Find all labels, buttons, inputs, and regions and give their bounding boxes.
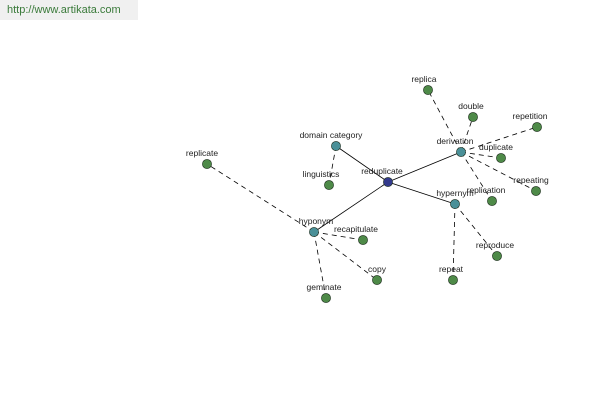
leaf-edge (313, 231, 327, 299)
node-hypernym[interactable]: hypernym (436, 188, 474, 209)
leaf-word-label[interactable]: reproduce (476, 240, 515, 250)
node-hyponym[interactable]: hyponym (299, 216, 334, 237)
leaf-edge (460, 126, 538, 153)
node-recapitulate[interactable]: recapitulate (334, 224, 378, 245)
relation-dot[interactable] (309, 227, 319, 237)
center-word-dot[interactable] (383, 177, 393, 187)
relation-edge (387, 181, 456, 205)
leaf-word-dot[interactable] (496, 153, 506, 163)
relation-edge (387, 151, 462, 183)
node-repetition[interactable]: repetition (513, 111, 548, 132)
node-geminate[interactable]: geminate (307, 282, 342, 303)
leaf-word-dot[interactable] (448, 275, 458, 285)
node-replication[interactable]: replication (467, 185, 506, 206)
leaf-word-label[interactable]: repeat (439, 264, 464, 274)
center-word-label[interactable]: reduplicate (361, 166, 403, 176)
node-reproduce[interactable]: reproduce (476, 240, 515, 261)
leaf-word-label[interactable]: replication (467, 185, 506, 195)
leaf-edge (460, 151, 502, 159)
leaf-word-dot[interactable] (487, 196, 497, 206)
leaf-word-label[interactable]: double (458, 101, 484, 111)
leaf-word-label[interactable]: duplicate (479, 142, 513, 152)
node-derivation[interactable]: derivation (437, 136, 474, 157)
leaf-word-dot[interactable] (423, 85, 433, 95)
leaf-edge (328, 145, 337, 186)
leaf-word-label[interactable]: replica (411, 74, 436, 84)
node-replicate[interactable]: replicate (186, 148, 218, 169)
node-double[interactable]: double (458, 101, 484, 122)
relation-dot[interactable] (331, 141, 341, 151)
leaf-edge (454, 203, 498, 257)
leaf-word-dot[interactable] (202, 159, 212, 169)
graph-nodes: linguistics replica double repetition duplic… (186, 74, 549, 303)
leaf-word-dot[interactable] (492, 251, 502, 261)
relation-label[interactable]: hypernym (436, 188, 473, 198)
leaf-word-label[interactable]: linguistics (303, 169, 340, 179)
leaf-word-label[interactable]: replicate (186, 148, 218, 158)
leaf-word-dot[interactable] (531, 186, 541, 196)
leaf-edge (206, 163, 315, 233)
node-domain-category[interactable]: domain category (300, 130, 364, 151)
node-repeat[interactable]: repeat (439, 264, 464, 285)
relation-dot[interactable] (456, 147, 466, 157)
leaf-edge (460, 116, 474, 153)
relation-edge (335, 145, 389, 183)
leaf-word-label[interactable]: copy (368, 264, 387, 274)
node-repeating[interactable]: repeating (513, 175, 549, 196)
leaf-edge (452, 203, 456, 281)
graph-edges (206, 89, 538, 299)
node-duplicate[interactable]: duplicate (479, 142, 513, 163)
leaf-word-label[interactable]: geminate (307, 282, 342, 292)
relation-label[interactable]: hyponym (299, 216, 334, 226)
relation-label[interactable]: domain category (300, 130, 364, 140)
leaf-word-dot[interactable] (532, 122, 542, 132)
node-replica[interactable]: replica (411, 74, 437, 95)
leaf-word-dot[interactable] (321, 293, 331, 303)
relation-edge (313, 181, 389, 233)
leaf-word-label[interactable]: repetition (513, 111, 548, 121)
leaf-edge (460, 151, 493, 202)
node-linguistics[interactable]: linguistics (303, 169, 340, 190)
site-url-link[interactable]: http://www.artikata.com (0, 0, 138, 20)
leaf-word-dot[interactable] (358, 235, 368, 245)
leaf-edge (313, 231, 378, 281)
leaf-word-dot[interactable] (372, 275, 382, 285)
node-reduplicate[interactable]: reduplicate (361, 166, 403, 187)
leaf-word-label[interactable]: recapitulate (334, 224, 378, 234)
node-copy[interactable]: copy (368, 264, 387, 285)
leaf-word-dot[interactable] (324, 180, 334, 190)
leaf-word-dot[interactable] (468, 112, 478, 122)
leaf-word-label[interactable]: repeating (513, 175, 549, 185)
leaf-edge (427, 89, 462, 153)
relation-dot[interactable] (450, 199, 460, 209)
relation-label[interactable]: derivation (437, 136, 474, 146)
